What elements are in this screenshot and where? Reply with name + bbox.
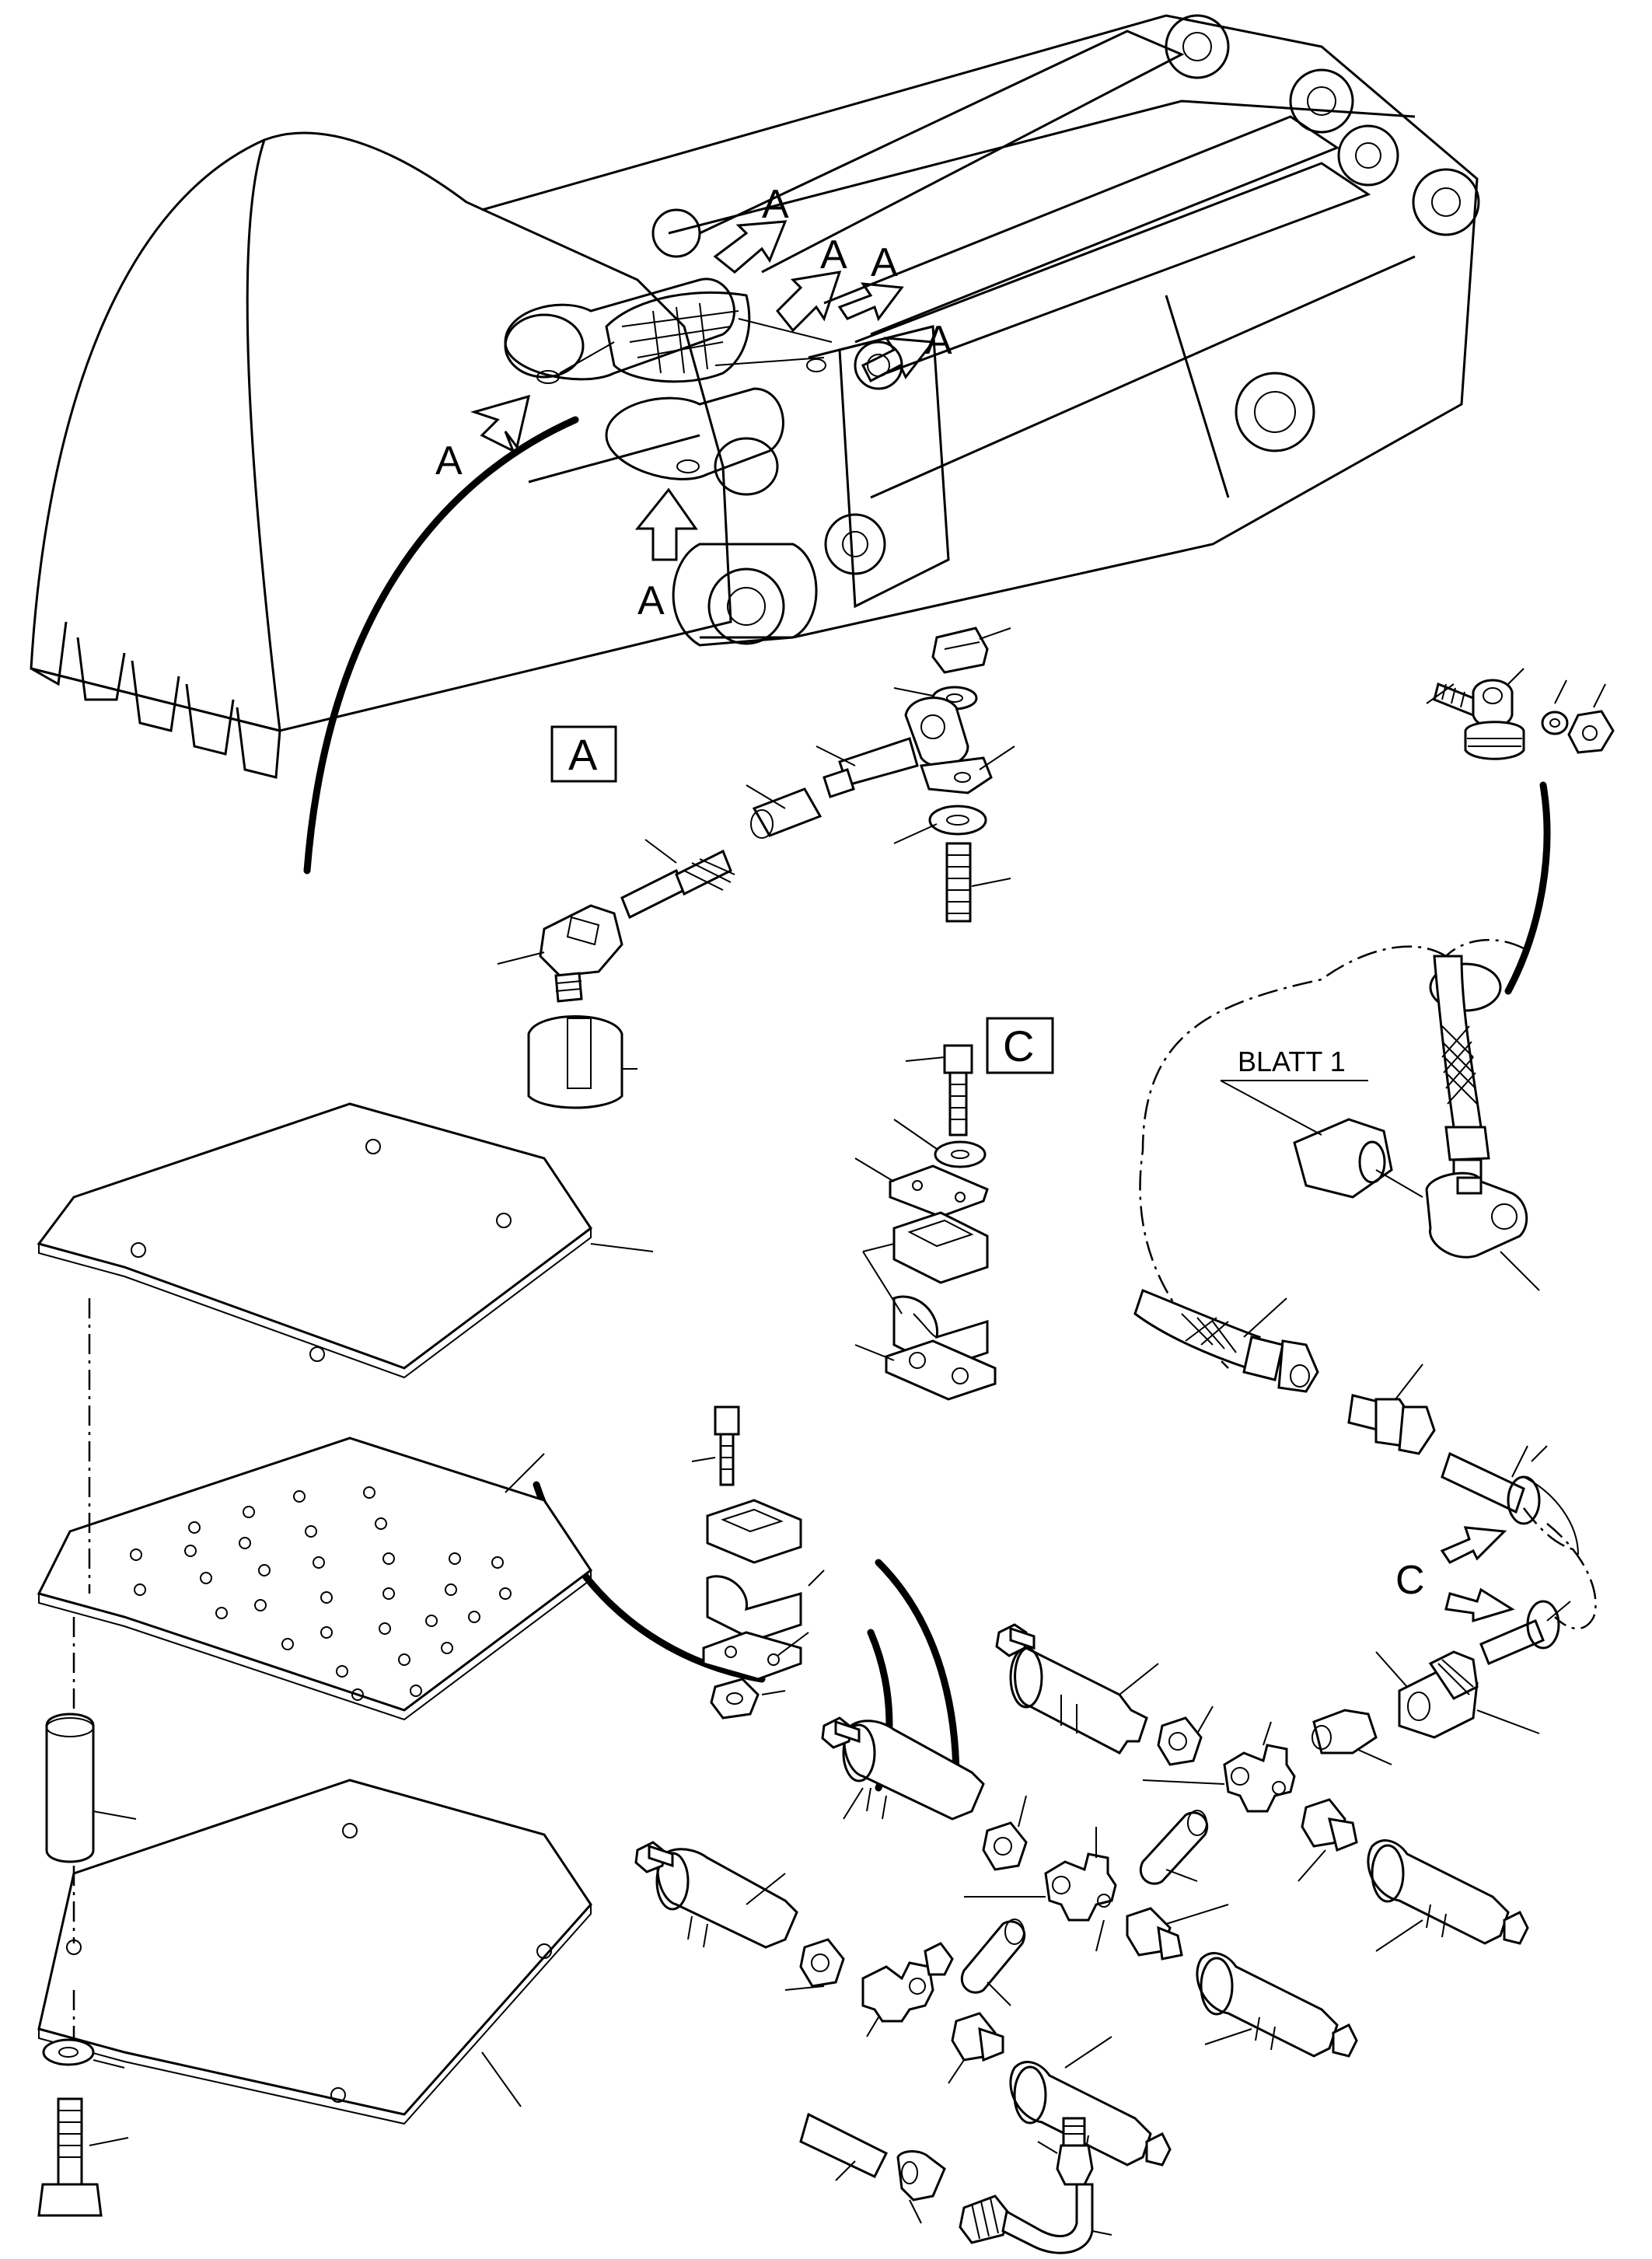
detail-marker-c-box <box>986 1017 1054 1074</box>
detail-marker-c: C <box>1003 1021 1034 1070</box>
bucket-boom-assembly <box>30 14 1480 779</box>
detail-view-c: C <box>854 1017 1054 1401</box>
perforation-holes <box>130 1486 512 1701</box>
callout-arrows-a <box>470 220 935 561</box>
detail-marker-a: A <box>568 730 598 779</box>
sheet-reference-label: BLATT 1 <box>1238 1046 1346 1077</box>
callout-c: C <box>1395 1558 1425 1603</box>
callout-a-1: A <box>762 182 789 227</box>
callout-a-4: A <box>925 318 952 363</box>
callout-a-3: A <box>871 240 898 285</box>
callout-a-2: A <box>820 232 847 278</box>
right-top-fittings <box>1426 668 1615 760</box>
hose-run: C <box>1133 1289 1597 1665</box>
distribution-manifold <box>634 1623 1540 2166</box>
bolt-washer-set <box>37 2038 129 2217</box>
spacer-sleeve <box>45 1713 137 1863</box>
clamp-set-lower <box>691 1405 825 1720</box>
lower-pipe-assembly <box>799 2112 1112 2254</box>
detail-view-a: A <box>497 627 1015 1109</box>
mounting-plates <box>37 1102 654 2125</box>
callout-labels-a: A A A A A A <box>435 182 952 623</box>
callout-a-6: A <box>637 578 665 623</box>
detail-marker-a-box <box>550 725 617 783</box>
callout-a-5: A <box>435 438 463 484</box>
hose-with-reference: BLATT 1 <box>1139 938 1540 1369</box>
